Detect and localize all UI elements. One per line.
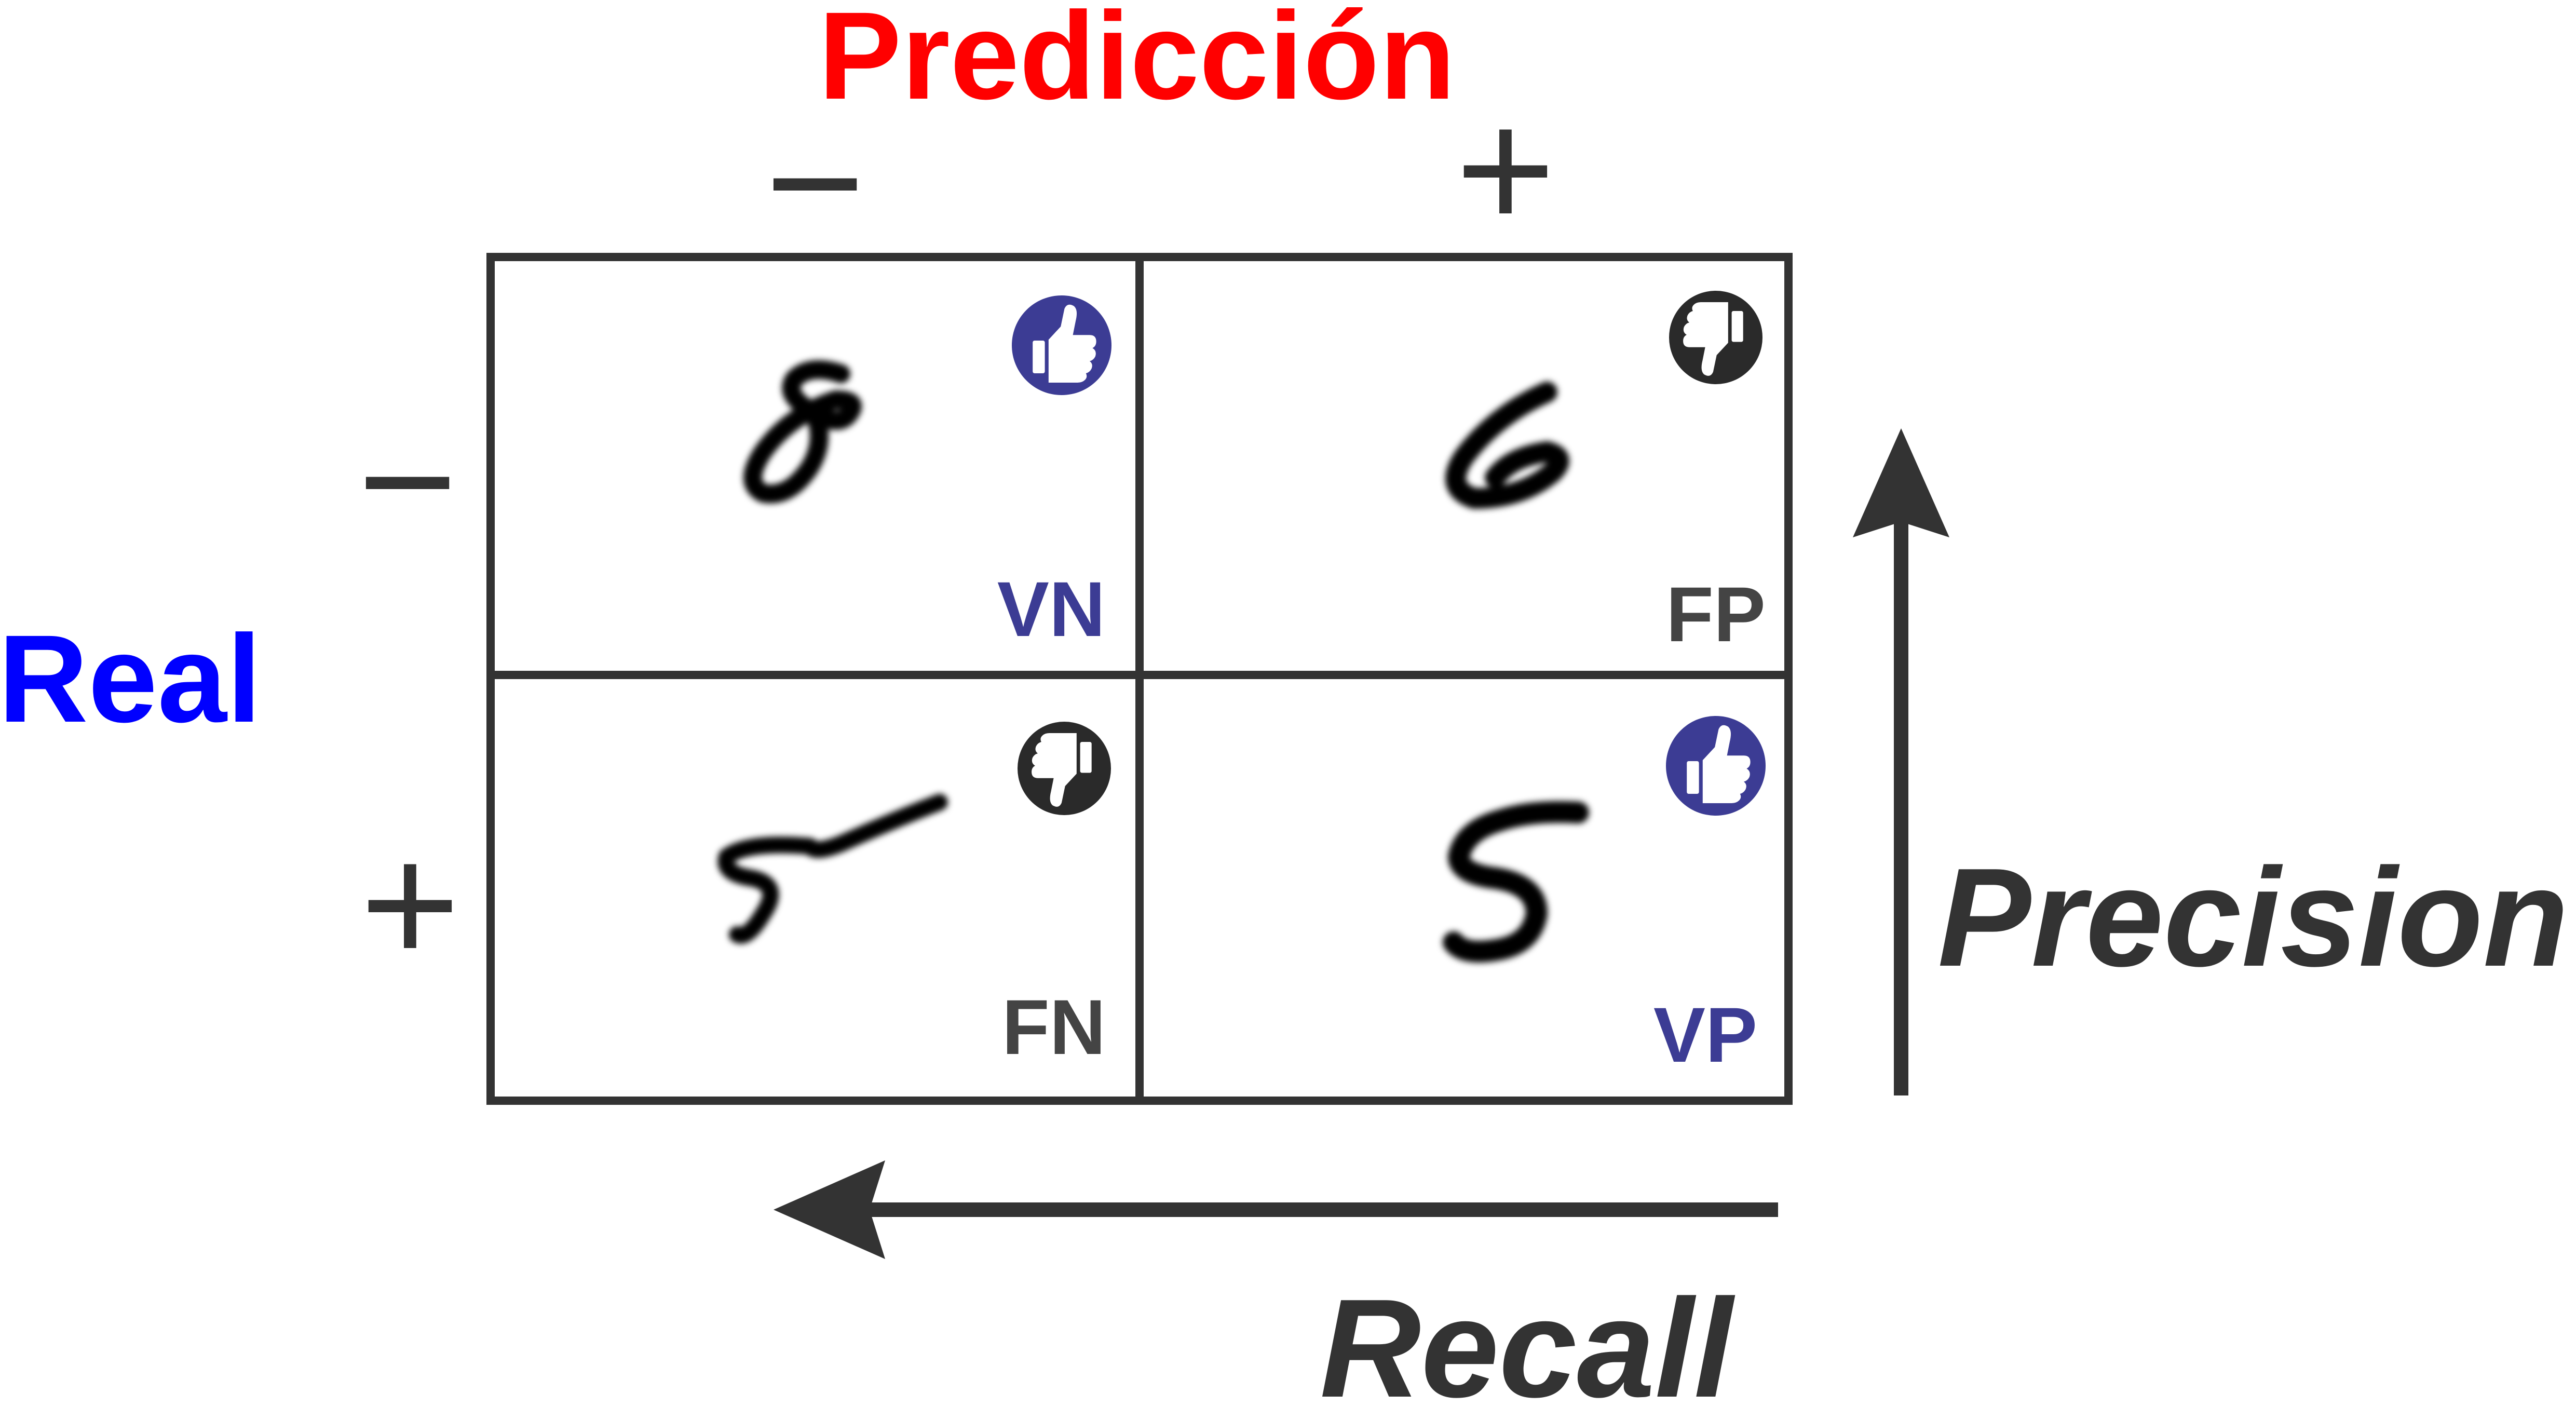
real-negative-sign: − bbox=[358, 385, 458, 576]
digit-6-image bbox=[1445, 382, 1569, 509]
digit-5-image bbox=[1443, 801, 1589, 963]
real-title: Real bbox=[0, 609, 261, 748]
digit-8-image bbox=[743, 360, 862, 504]
matrix-grid bbox=[486, 253, 1793, 1105]
thumbs-up-icon bbox=[1012, 295, 1111, 395]
precision-label: Precision bbox=[1937, 840, 2569, 996]
prediction-title: Predicción bbox=[818, 0, 1455, 125]
prediction-negative-sign: − bbox=[765, 86, 865, 278]
cell-true-negative: VN bbox=[743, 295, 1111, 653]
recall-label: Recall bbox=[1320, 1270, 1736, 1407]
digit-5-slanted-image bbox=[717, 794, 948, 944]
cell-false-negative: FN bbox=[717, 722, 1111, 1071]
thumbs-down-icon bbox=[1669, 291, 1762, 384]
cell-label-fp: FP bbox=[1666, 571, 1766, 658]
prediction-positive-sign: + bbox=[1456, 73, 1556, 265]
recall-arrow bbox=[774, 1160, 1778, 1259]
cell-label-vn: VN bbox=[997, 565, 1105, 653]
thumbs-up-icon bbox=[1666, 716, 1766, 816]
cell-true-positive: VP bbox=[1443, 716, 1766, 1078]
cell-false-positive: FP bbox=[1445, 291, 1766, 658]
cell-label-fn: FN bbox=[1002, 983, 1106, 1071]
real-positive-sign: + bbox=[360, 808, 460, 999]
precision-arrow bbox=[1853, 428, 1949, 1095]
thumbs-down-icon bbox=[1018, 722, 1111, 815]
cell-label-vp: VP bbox=[1653, 991, 1757, 1078]
